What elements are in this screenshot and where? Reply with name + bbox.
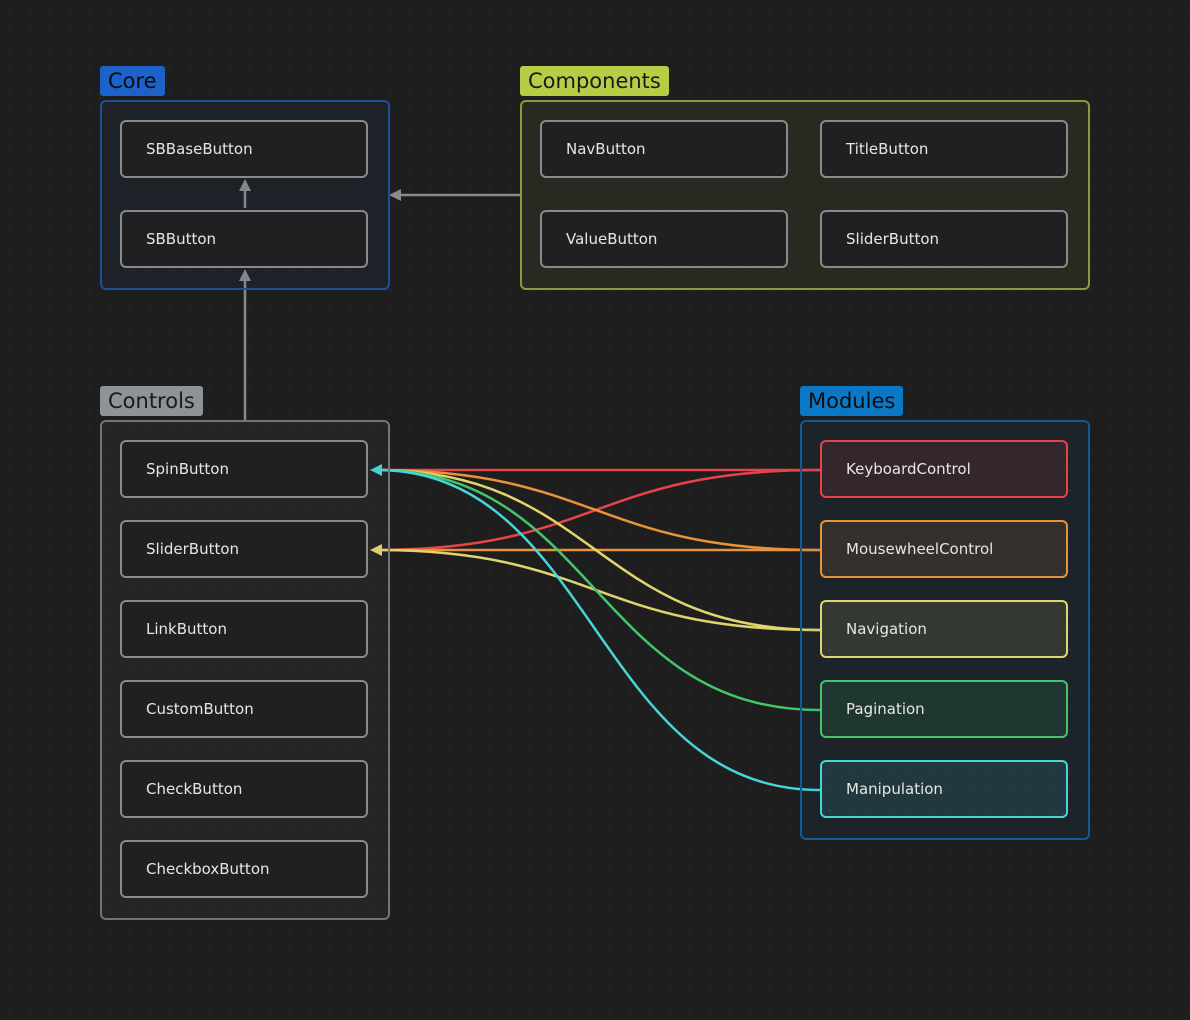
group-modules: KeyboardControl MousewheelControl Naviga…	[800, 420, 1090, 840]
node-navigation[interactable]: Navigation	[820, 600, 1068, 658]
edge-manipulation-to-spinbutton	[375, 468, 821, 792]
node-sliderbutton-component[interactable]: SliderButton	[820, 210, 1068, 268]
group-components: NavButton TitleButton ValueButton Slider…	[520, 100, 1090, 290]
edge-navigation-to-spinbutton	[375, 468, 821, 632]
node-sliderbutton-control[interactable]: SliderButton	[120, 520, 368, 578]
edge-pagination-to-spinbutton	[375, 468, 821, 712]
group-label-components: Components	[520, 66, 669, 96]
group-label-core: Core	[100, 66, 165, 96]
group-label-controls: Controls	[100, 386, 203, 416]
edge-navigation-to-sliderbutton	[375, 548, 821, 632]
node-keyboardcontrol[interactable]: KeyboardControl	[820, 440, 1068, 498]
node-sbbasebutton[interactable]: SBBaseButton	[120, 120, 368, 178]
node-spinbutton[interactable]: SpinButton	[120, 440, 368, 498]
node-custombutton[interactable]: CustomButton	[120, 680, 368, 738]
node-checkbutton[interactable]: CheckButton	[120, 760, 368, 818]
node-manipulation[interactable]: Manipulation	[820, 760, 1068, 818]
node-mousewheelcontrol[interactable]: MousewheelControl	[820, 520, 1068, 578]
group-label-modules: Modules	[800, 386, 904, 416]
group-controls: SpinButton SliderButton LinkButton Custo…	[100, 420, 390, 920]
node-pagination[interactable]: Pagination	[820, 680, 1068, 738]
group-core: SBBaseButton SBButton	[100, 100, 390, 290]
node-valuebutton[interactable]: ValueButton	[540, 210, 788, 268]
edge-keyboardcontrol-to-sliderbutton	[375, 468, 821, 552]
node-linkbutton[interactable]: LinkButton	[120, 600, 368, 658]
node-titlebutton[interactable]: TitleButton	[820, 120, 1068, 178]
node-navbutton[interactable]: NavButton	[540, 120, 788, 178]
arrowhead-core	[389, 189, 401, 201]
node-sbbutton[interactable]: SBButton	[120, 210, 368, 268]
edge-mousewheelcontrol-to-spinbutton	[375, 468, 821, 552]
node-checkboxbutton[interactable]: CheckboxButton	[120, 840, 368, 898]
